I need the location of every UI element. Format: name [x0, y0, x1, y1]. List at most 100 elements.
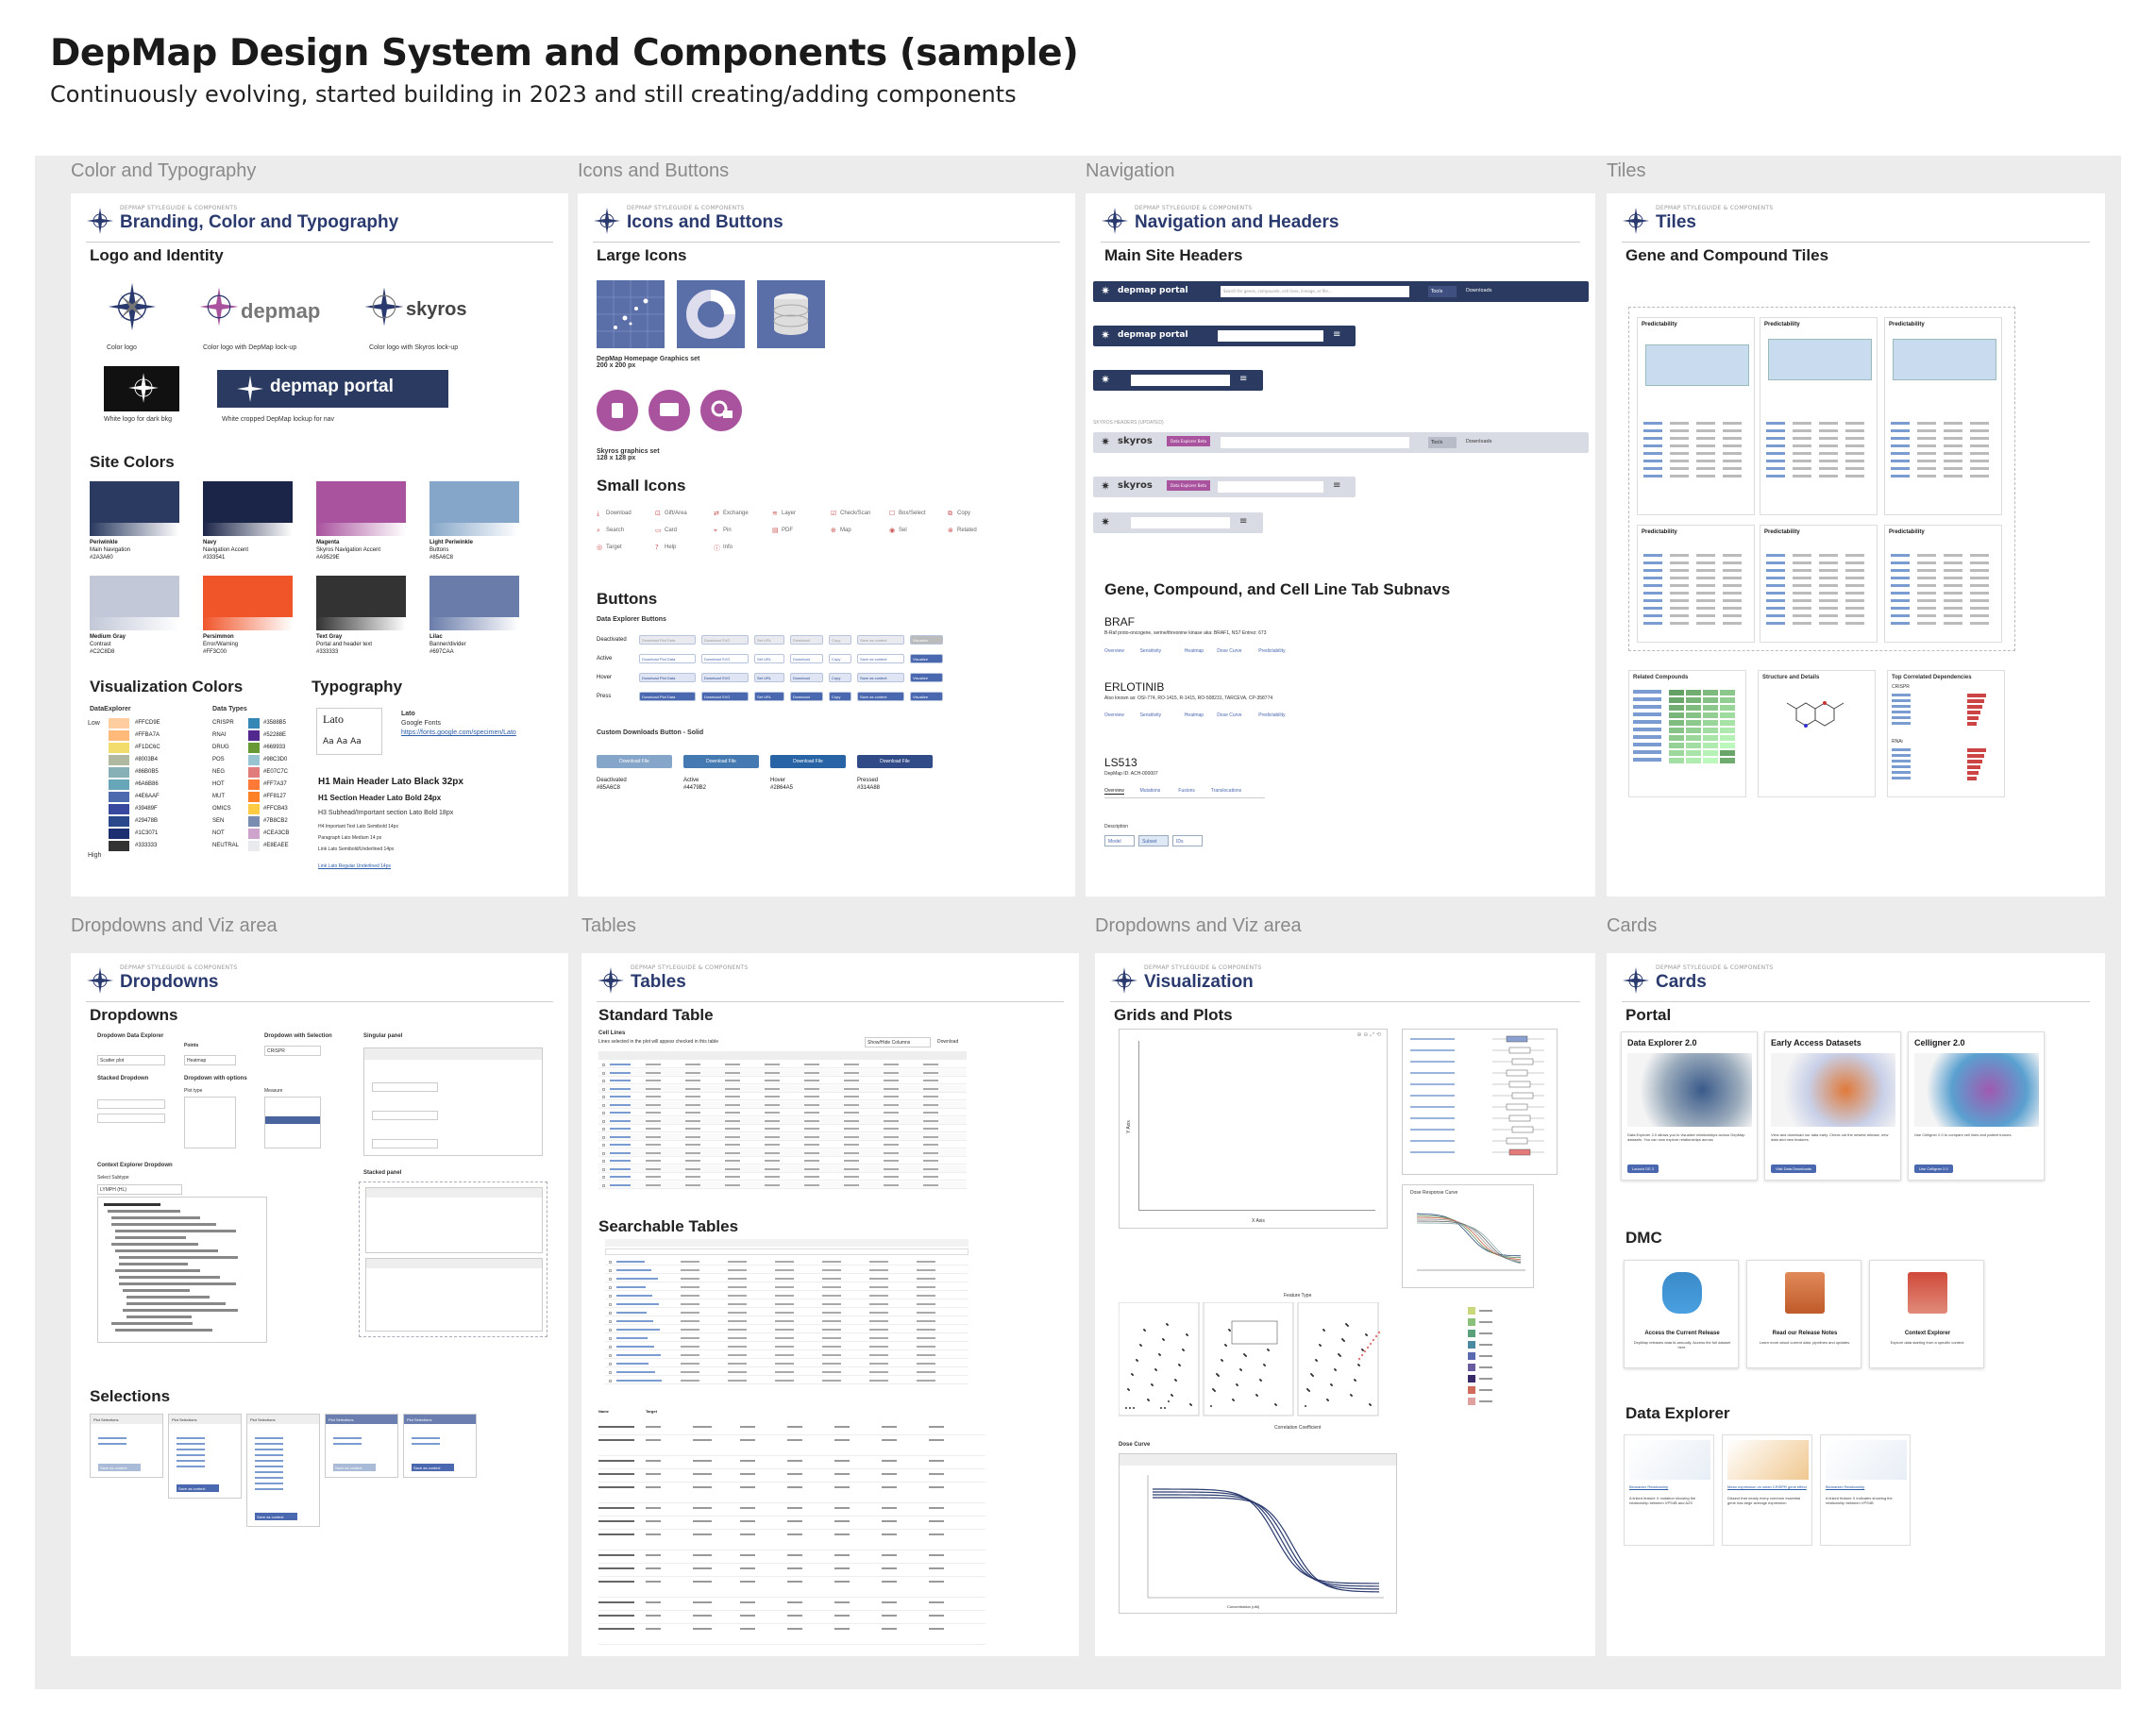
search-input[interactable]: Search for genes, compounds, cell lines,… — [1221, 286, 1409, 297]
gene-link[interactable] — [616, 1346, 654, 1348]
compound-link[interactable] — [1633, 720, 1661, 724]
tree-item[interactable] — [115, 1269, 200, 1272]
row-checkbox[interactable] — [602, 1096, 605, 1098]
selection-item[interactable] — [98, 1437, 126, 1439]
search-input[interactable] — [1131, 375, 1230, 386]
selection-item[interactable] — [255, 1488, 283, 1490]
tree-item[interactable] — [115, 1329, 212, 1332]
selection-item[interactable] — [177, 1437, 205, 1439]
row-checkbox[interactable] — [602, 1112, 605, 1114]
cell-line-link[interactable] — [610, 1080, 631, 1081]
search-input[interactable] — [1131, 517, 1230, 528]
tree-item[interactable] — [111, 1216, 200, 1219]
save-context-button[interactable]: Save as context — [255, 1513, 297, 1520]
gene-link[interactable] — [616, 1329, 660, 1331]
gene-link[interactable] — [1892, 711, 1911, 713]
downloads-link[interactable]: Downloads — [1466, 439, 1492, 444]
menu-icon[interactable]: ≡ — [1333, 480, 1341, 491]
subnav-tab[interactable]: Sensitivity — [1139, 648, 1162, 654]
subnav-tab[interactable]: Predictability — [1258, 712, 1286, 718]
de-card-title[interactable]: Biomarker Relationship — [1629, 1484, 1669, 1489]
de-button[interactable]: Set URL — [754, 692, 784, 701]
subnav-tab[interactable]: Heatmap — [1184, 712, 1204, 718]
compound-link[interactable] — [1633, 743, 1661, 746]
gene-link[interactable] — [616, 1303, 659, 1305]
selection-item[interactable] — [177, 1460, 205, 1462]
gene-link[interactable] — [1892, 771, 1911, 774]
highlight-select[interactable] — [372, 1139, 438, 1148]
gene-link[interactable] — [616, 1337, 648, 1339]
plot-type-menu[interactable] — [184, 1097, 236, 1148]
row-checkbox[interactable] — [602, 1144, 605, 1147]
subnav-tab[interactable]: Mutations — [1139, 788, 1161, 794]
search-filter-row[interactable] — [605, 1248, 969, 1255]
selection-item[interactable] — [177, 1466, 205, 1467]
tree-item[interactable] — [119, 1276, 220, 1279]
de-card[interactable]: Mean expression vs mean CRISPR gene effe… — [1722, 1434, 1812, 1546]
cell-line-link[interactable] — [610, 1119, 631, 1122]
row-checkbox[interactable] — [609, 1320, 612, 1323]
tree-item[interactable] — [126, 1296, 210, 1299]
cell-line-link[interactable] — [610, 1135, 631, 1138]
row-checkbox[interactable] — [609, 1337, 612, 1340]
download-link[interactable]: Download — [937, 1039, 959, 1045]
de-button[interactable]: Download — [790, 654, 823, 663]
gene-link[interactable] — [1892, 754, 1911, 757]
row-checkbox[interactable] — [609, 1278, 612, 1281]
de-button[interactable]: Download SVG — [701, 673, 749, 682]
downloads-link[interactable]: Downloads — [1466, 288, 1492, 293]
de-button[interactable]: Download Plot Data — [639, 654, 696, 663]
measure-menu[interactable] — [264, 1097, 321, 1148]
row-checkbox[interactable] — [602, 1087, 605, 1091]
save-context-button[interactable]: Save as context — [177, 1484, 219, 1492]
gene-link[interactable] — [1892, 765, 1911, 768]
de-button[interactable]: Download SVG — [701, 635, 749, 645]
tree-item[interactable] — [115, 1249, 218, 1252]
cell-line-link[interactable] — [610, 1160, 631, 1162]
de-button[interactable]: Save as context — [857, 673, 904, 682]
de-button[interactable]: Save as context — [857, 654, 904, 663]
row-checkbox[interactable] — [602, 1183, 605, 1187]
de-button[interactable]: Download Plot Data — [639, 673, 696, 682]
tree-item[interactable] — [111, 1322, 193, 1325]
gene-link[interactable] — [1892, 722, 1911, 725]
show-hide-columns[interactable]: Show/Hide Columns — [865, 1037, 931, 1047]
row-checkbox[interactable] — [609, 1295, 612, 1298]
tree-item[interactable] — [119, 1263, 188, 1265]
crispr-select[interactable]: CRISPR — [264, 1046, 321, 1056]
de-button[interactable]: Set URL — [754, 635, 784, 645]
gene-link[interactable] — [616, 1354, 661, 1356]
cell-line-link[interactable] — [610, 1183, 631, 1186]
selected-option[interactable] — [265, 1116, 320, 1124]
selection-item[interactable] — [255, 1460, 283, 1462]
row-checkbox[interactable] — [609, 1286, 612, 1289]
row-checkbox[interactable] — [609, 1380, 612, 1382]
gene-link[interactable] — [616, 1269, 651, 1271]
tools-button[interactable]: Tools — [1428, 437, 1457, 448]
filter-select[interactable] — [372, 1082, 438, 1092]
tree-item[interactable] — [115, 1236, 186, 1239]
gene-link[interactable] — [616, 1380, 662, 1382]
gene-link[interactable] — [1892, 748, 1911, 751]
de-button[interactable]: Copy — [829, 635, 851, 645]
tree-item[interactable] — [119, 1256, 238, 1259]
row-checkbox[interactable] — [602, 1151, 605, 1155]
font-link[interactable]: https://fonts.google.com/specimen/Lato — [401, 729, 516, 736]
selection-item[interactable] — [412, 1443, 440, 1445]
row-checkbox[interactable] — [609, 1269, 612, 1272]
menu-icon[interactable]: ≡ — [1333, 329, 1341, 340]
de-button[interactable]: Set URL — [754, 673, 784, 682]
cell-line-link[interactable] — [610, 1071, 631, 1074]
tree-item[interactable] — [111, 1223, 216, 1226]
gene-link[interactable] — [1892, 760, 1911, 762]
selection-item[interactable] — [255, 1437, 283, 1439]
tools-button[interactable]: Tools — [1428, 286, 1457, 297]
gene-link[interactable] — [616, 1295, 652, 1297]
selection-item[interactable] — [255, 1449, 283, 1450]
row-checkbox[interactable] — [602, 1103, 605, 1107]
download-file-button[interactable]: Download File — [683, 755, 759, 768]
row-checkbox[interactable] — [602, 1128, 605, 1131]
stacked-select-1[interactable] — [97, 1099, 165, 1109]
